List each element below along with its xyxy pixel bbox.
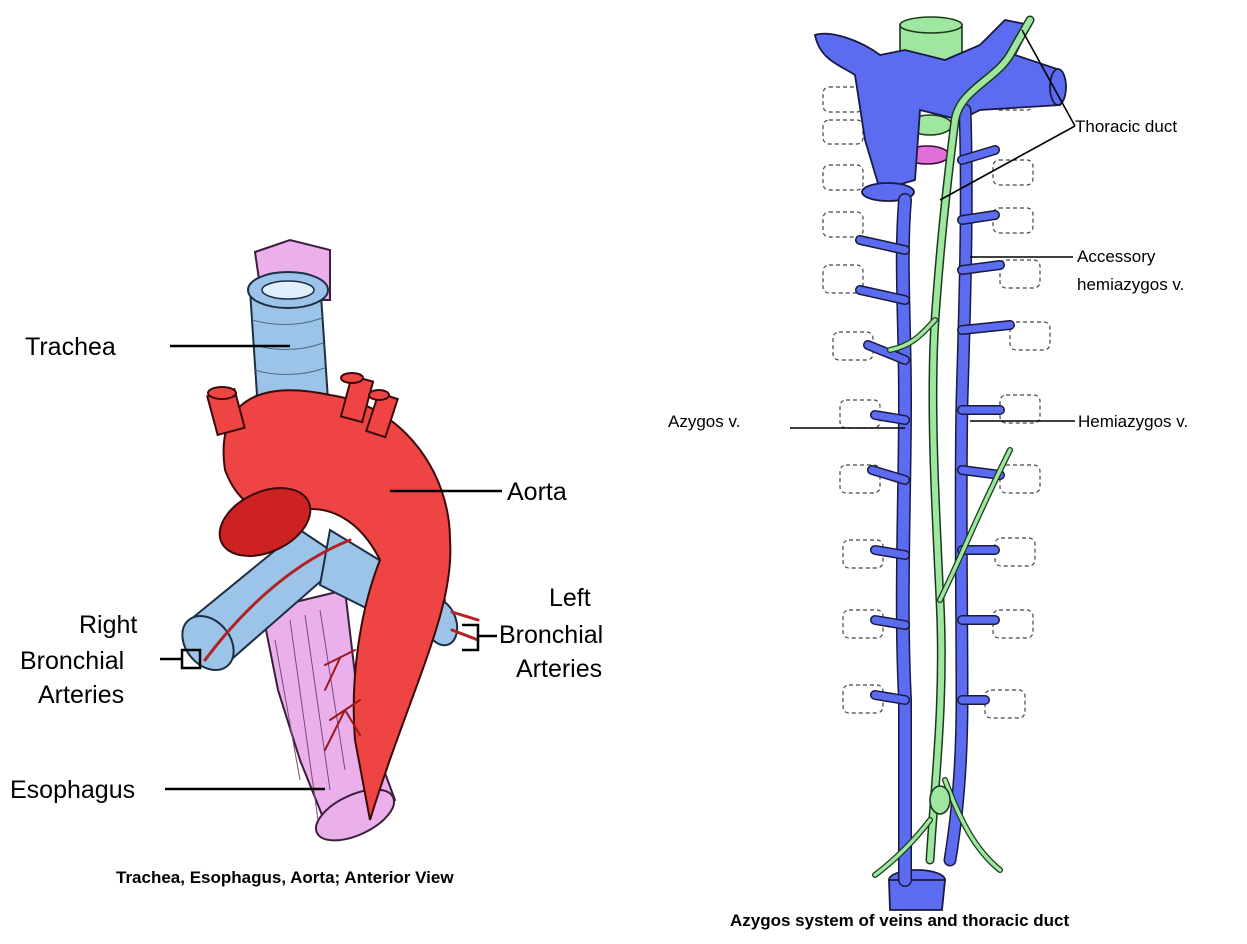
left-bronchial-label-1: Left — [549, 584, 591, 612]
right-caption: Azygos system of veins and thoracic duct — [730, 911, 1069, 930]
hemiazygos-label: Hemiazygos v. — [1078, 412, 1188, 431]
right-bronchial-label-3: Arteries — [38, 681, 124, 709]
cisterna-chyli — [930, 786, 950, 814]
left-bronchial-bracket — [462, 625, 497, 650]
trachea-lumen — [262, 281, 314, 299]
right-labels: Thoracic duct Accessory hemiazygos v. Az… — [668, 30, 1188, 930]
thoracic-duct — [930, 20, 1030, 860]
left-caption: Trachea, Esophagus, Aorta; Anterior View — [116, 868, 454, 887]
accessory-hemiazygos-label-2: hemiazygos v. — [1077, 275, 1184, 294]
ivc — [889, 880, 945, 910]
top-trachea-cap — [900, 17, 962, 33]
left-subclavian-end — [1050, 69, 1066, 105]
thoracic-duct-label: Thoracic duct — [1075, 117, 1177, 136]
right-bronchial-label-1: Right — [79, 611, 137, 639]
right-bronchial-label-2: Bronchial — [20, 647, 124, 675]
left-illustration — [172, 240, 478, 851]
left-bronchial-label-3: Arteries — [516, 655, 602, 683]
esophagus-label: Esophagus — [10, 776, 135, 804]
left-bronchial-label-2: Bronchial — [499, 621, 603, 649]
azygos-label: Azygos v. — [668, 412, 740, 431]
accessory-hemiazygos-label-1: Accessory — [1077, 247, 1156, 266]
trachea-label: Trachea — [25, 333, 116, 361]
aorta-label: Aorta — [507, 478, 567, 506]
